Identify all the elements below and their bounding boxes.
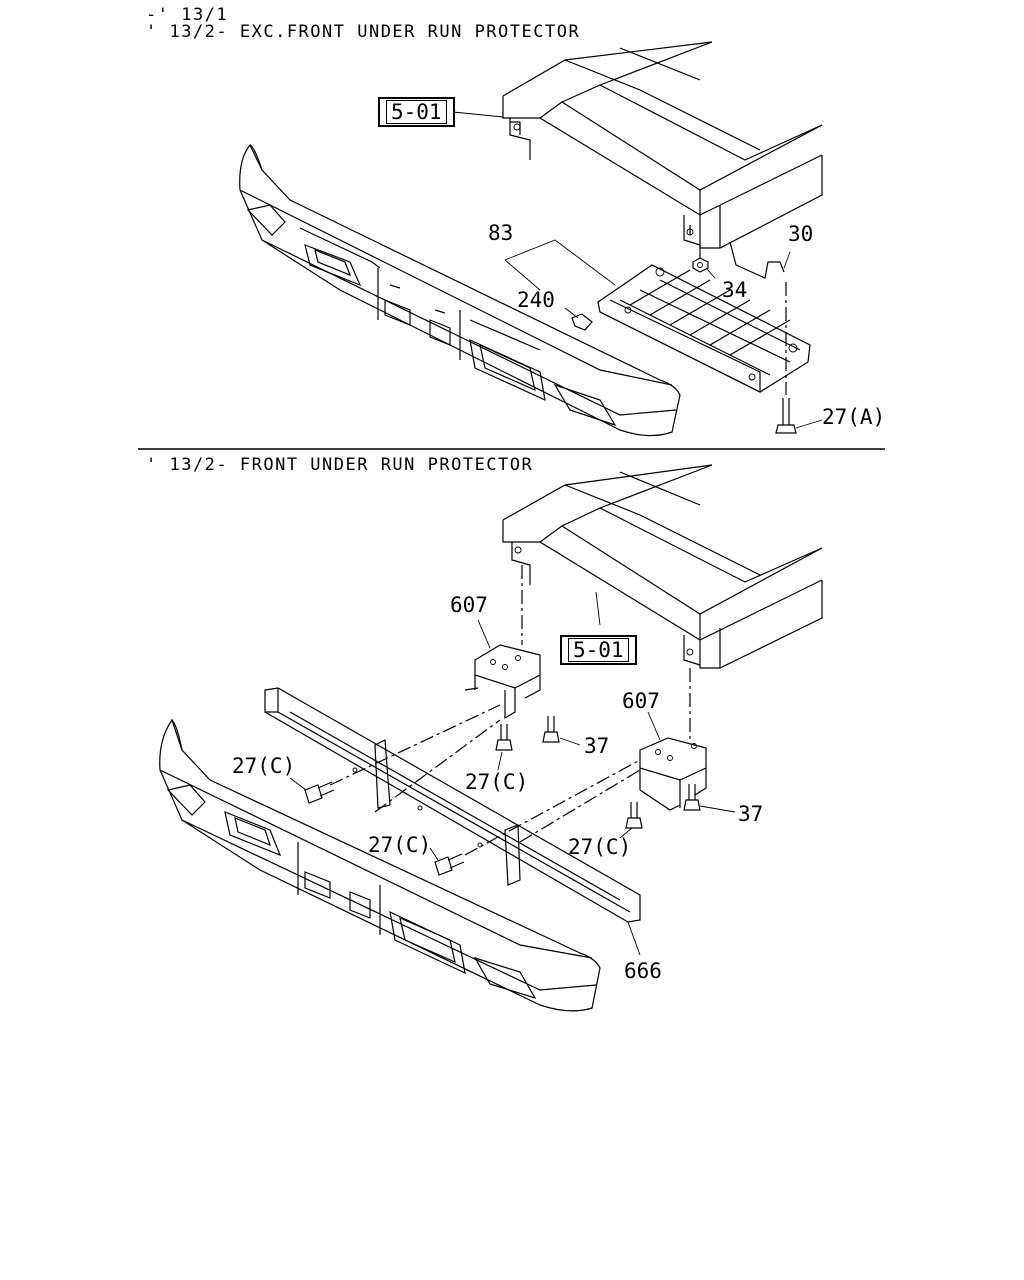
underrun-beam-666 [264,687,641,923]
bolt-27c-4 [625,802,643,829]
top-title-line1: -' 13/1 [146,5,229,25]
part-label-240: 240 [517,288,555,312]
top-frame-rail [502,41,823,249]
under-cover-83 [597,264,811,393]
top-bumper [239,143,681,437]
part-label-37-right: 37 [738,802,764,826]
top-ref-box-5-01[interactable]: 5-01 [378,97,455,127]
bracket-607-left [464,644,541,720]
bolt-27c-3 [434,853,465,876]
part-label-30: 30 [788,222,814,246]
bottom-ref-box-5-01[interactable]: 5-01 [560,635,637,665]
part-label-27c-2: 27(C) [465,770,529,794]
part-label-666: 666 [624,959,662,983]
bolt-27a [775,398,797,434]
part-label-27c-3: 27(C) [368,833,432,857]
nut-34 [692,257,709,273]
bottom-ref-box-text: 5-01 [568,638,629,662]
part-label-83: 83 [488,221,514,245]
top-ref-box-text: 5-01 [386,100,447,124]
part-label-607-left: 607 [450,593,488,617]
bottom-bumper [159,718,601,1012]
bracket-30 [729,241,785,279]
bottom-frame-rail [502,464,823,669]
clip-240 [571,313,593,331]
bolt-27c-2 [495,724,513,751]
bracket-607-right [639,737,707,811]
part-label-37-left: 37 [584,734,610,758]
bottom-title: ' 13/2- FRONT UNDER RUN PROTECTOR [146,455,534,475]
top-title-line2: ' 13/2- EXC.FRONT UNDER RUN PROTECTOR [146,22,581,42]
part-label-27c-1: 27(C) [232,754,296,778]
part-label-27a: 27(A) [822,405,886,429]
part-label-34: 34 [722,278,748,302]
bolt-37-left [542,716,560,743]
bolt-37-right [683,784,701,811]
part-label-27c-4: 27(C) [568,835,632,859]
part-label-607-right: 607 [622,689,660,713]
bolt-27c-1 [304,781,335,804]
